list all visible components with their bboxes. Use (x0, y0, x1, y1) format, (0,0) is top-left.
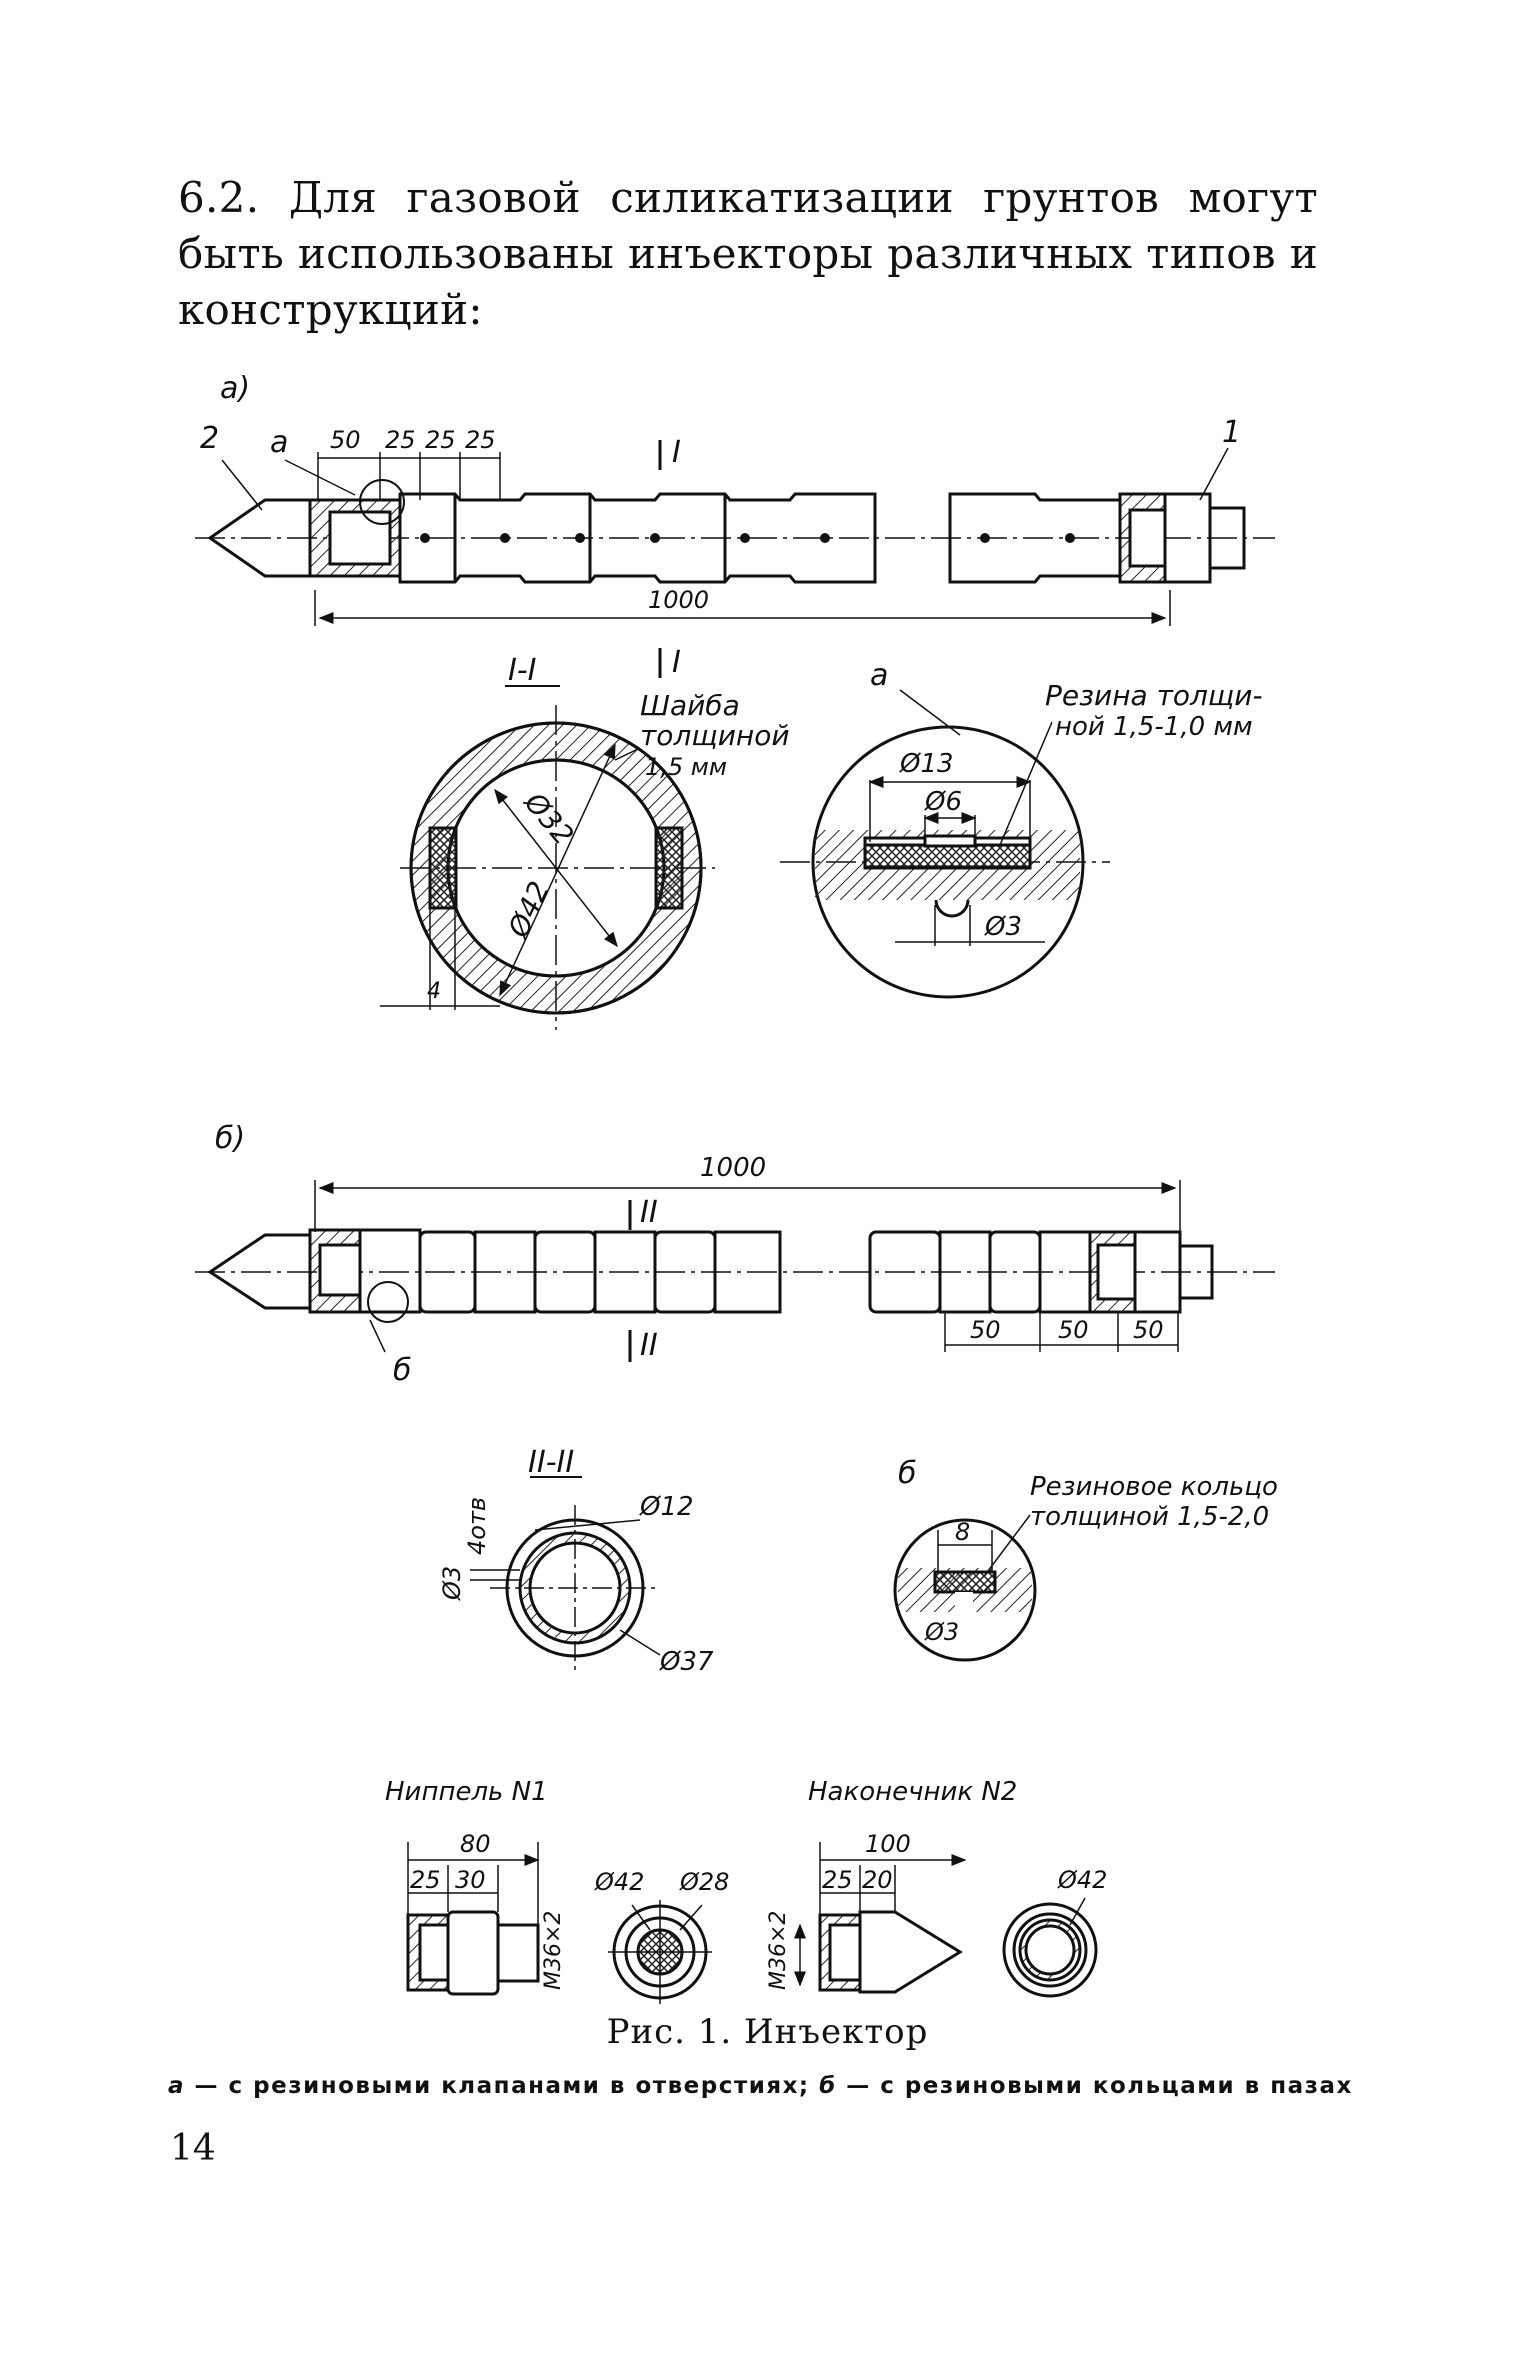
nipple-d42: Ø42 (594, 1868, 644, 1896)
dim-25-c: 25 (465, 426, 496, 454)
intro-paragraph: 6.2. Для газовой силикатизации грунтов м… (178, 173, 1318, 334)
detail-a (780, 689, 1110, 999)
nipple-n1 (406, 1842, 712, 2004)
dim-50: 50 (330, 426, 361, 454)
detail-b (893, 1514, 1037, 1662)
injector-b (195, 1180, 1275, 1362)
rubber-note-1: Резина толщи- (1045, 679, 1263, 712)
dim-d12: Ø12 (639, 1492, 694, 1522)
dim-d6: Ø6 (924, 787, 962, 817)
detail-b-label: б (898, 1456, 917, 1491)
dim-d3-b: Ø3 (438, 1566, 466, 1601)
rubber-note-2: ной 1,5-1,0 мм (1055, 712, 1253, 742)
label-b: б) (215, 1121, 245, 1156)
caption-a-text: — с резиновыми клапанами в отверстиях; (185, 2073, 820, 2099)
dim-25-b: 25 (425, 426, 456, 454)
caption-a-letter: а (168, 2073, 186, 2099)
section-title-I-I: I-I (508, 653, 537, 688)
callout-2: 2 (200, 421, 219, 456)
label-a: а) (220, 371, 250, 406)
tip-title: Наконечник N2 (808, 1777, 1017, 1807)
nipple-thread: М36×2 (541, 1911, 566, 1990)
caption-b-letter: б (819, 2073, 837, 2099)
dim-1000-b: 1000 (700, 1153, 766, 1183)
tip-n2 (794, 1842, 1098, 1998)
dim-4: 4 (427, 979, 441, 1004)
dim-d3-c: Ø3 (924, 1618, 959, 1646)
section-mark-II-top: II (640, 1195, 658, 1230)
nipple-title: Ниппель N1 (385, 1777, 548, 1807)
holes-4: 4отв (463, 1497, 491, 1555)
callout-b: б (393, 1353, 412, 1388)
dim-d3-a: Ø3 (984, 912, 1022, 942)
dim-50-2: 50 (1058, 1316, 1089, 1344)
section-title-II-II: II-II (528, 1445, 574, 1480)
nipple-dim-30: 30 (455, 1866, 486, 1894)
figure-caption-description: а — с резиновыми клапанами в отверстиях;… (168, 2073, 1353, 2099)
washer-note-2: толщиной (640, 719, 790, 752)
dim-d42: Ø42 (501, 876, 556, 943)
callout-a: а (270, 425, 288, 460)
dim-1000-a: 1000 (648, 586, 709, 614)
nipple-dim-25: 25 (410, 1866, 441, 1894)
washer-note-3: 1,5 мм (645, 753, 727, 781)
dim-8: 8 (955, 1518, 970, 1546)
dim-50-3: 50 (1133, 1316, 1164, 1344)
section-I-I (380, 648, 715, 1030)
tip-dim-20: 20 (862, 1866, 893, 1894)
callout-1: 1 (1222, 415, 1241, 450)
washer-note-1: Шайба (640, 689, 740, 722)
section-mark-I-bottom: I (672, 645, 681, 680)
tip-dim-100: 100 (865, 1830, 911, 1858)
tip-d42: Ø42 (1057, 1866, 1107, 1894)
tip-dim-25: 25 (822, 1866, 853, 1894)
caption-b-text: — с резиновыми кольцами в пазах (836, 2073, 1353, 2099)
ring-note-2: толщиной 1,5-2,0 (1030, 1502, 1269, 1532)
nipple-d28: Ø28 (679, 1868, 729, 1896)
page-number: 14 (170, 2128, 216, 2169)
figure-caption: Рис. 1. Инъектор (606, 2012, 929, 2052)
tip-thread: М36×2 (766, 1911, 791, 1990)
section-mark-I-top: I (672, 435, 681, 470)
detail-a-label: а (870, 658, 888, 693)
nipple-dim-80: 80 (460, 1830, 491, 1858)
dim-50-1: 50 (970, 1316, 1001, 1344)
dim-d37: Ø37 (659, 1647, 714, 1677)
dim-d13: Ø13 (899, 749, 954, 779)
section-II-II (470, 1476, 661, 1670)
dim-25-a: 25 (385, 426, 416, 454)
section-mark-II-bottom: II (640, 1328, 658, 1363)
ring-note-1: Резиновое кольцо (1030, 1472, 1278, 1502)
injector-a (195, 440, 1275, 626)
